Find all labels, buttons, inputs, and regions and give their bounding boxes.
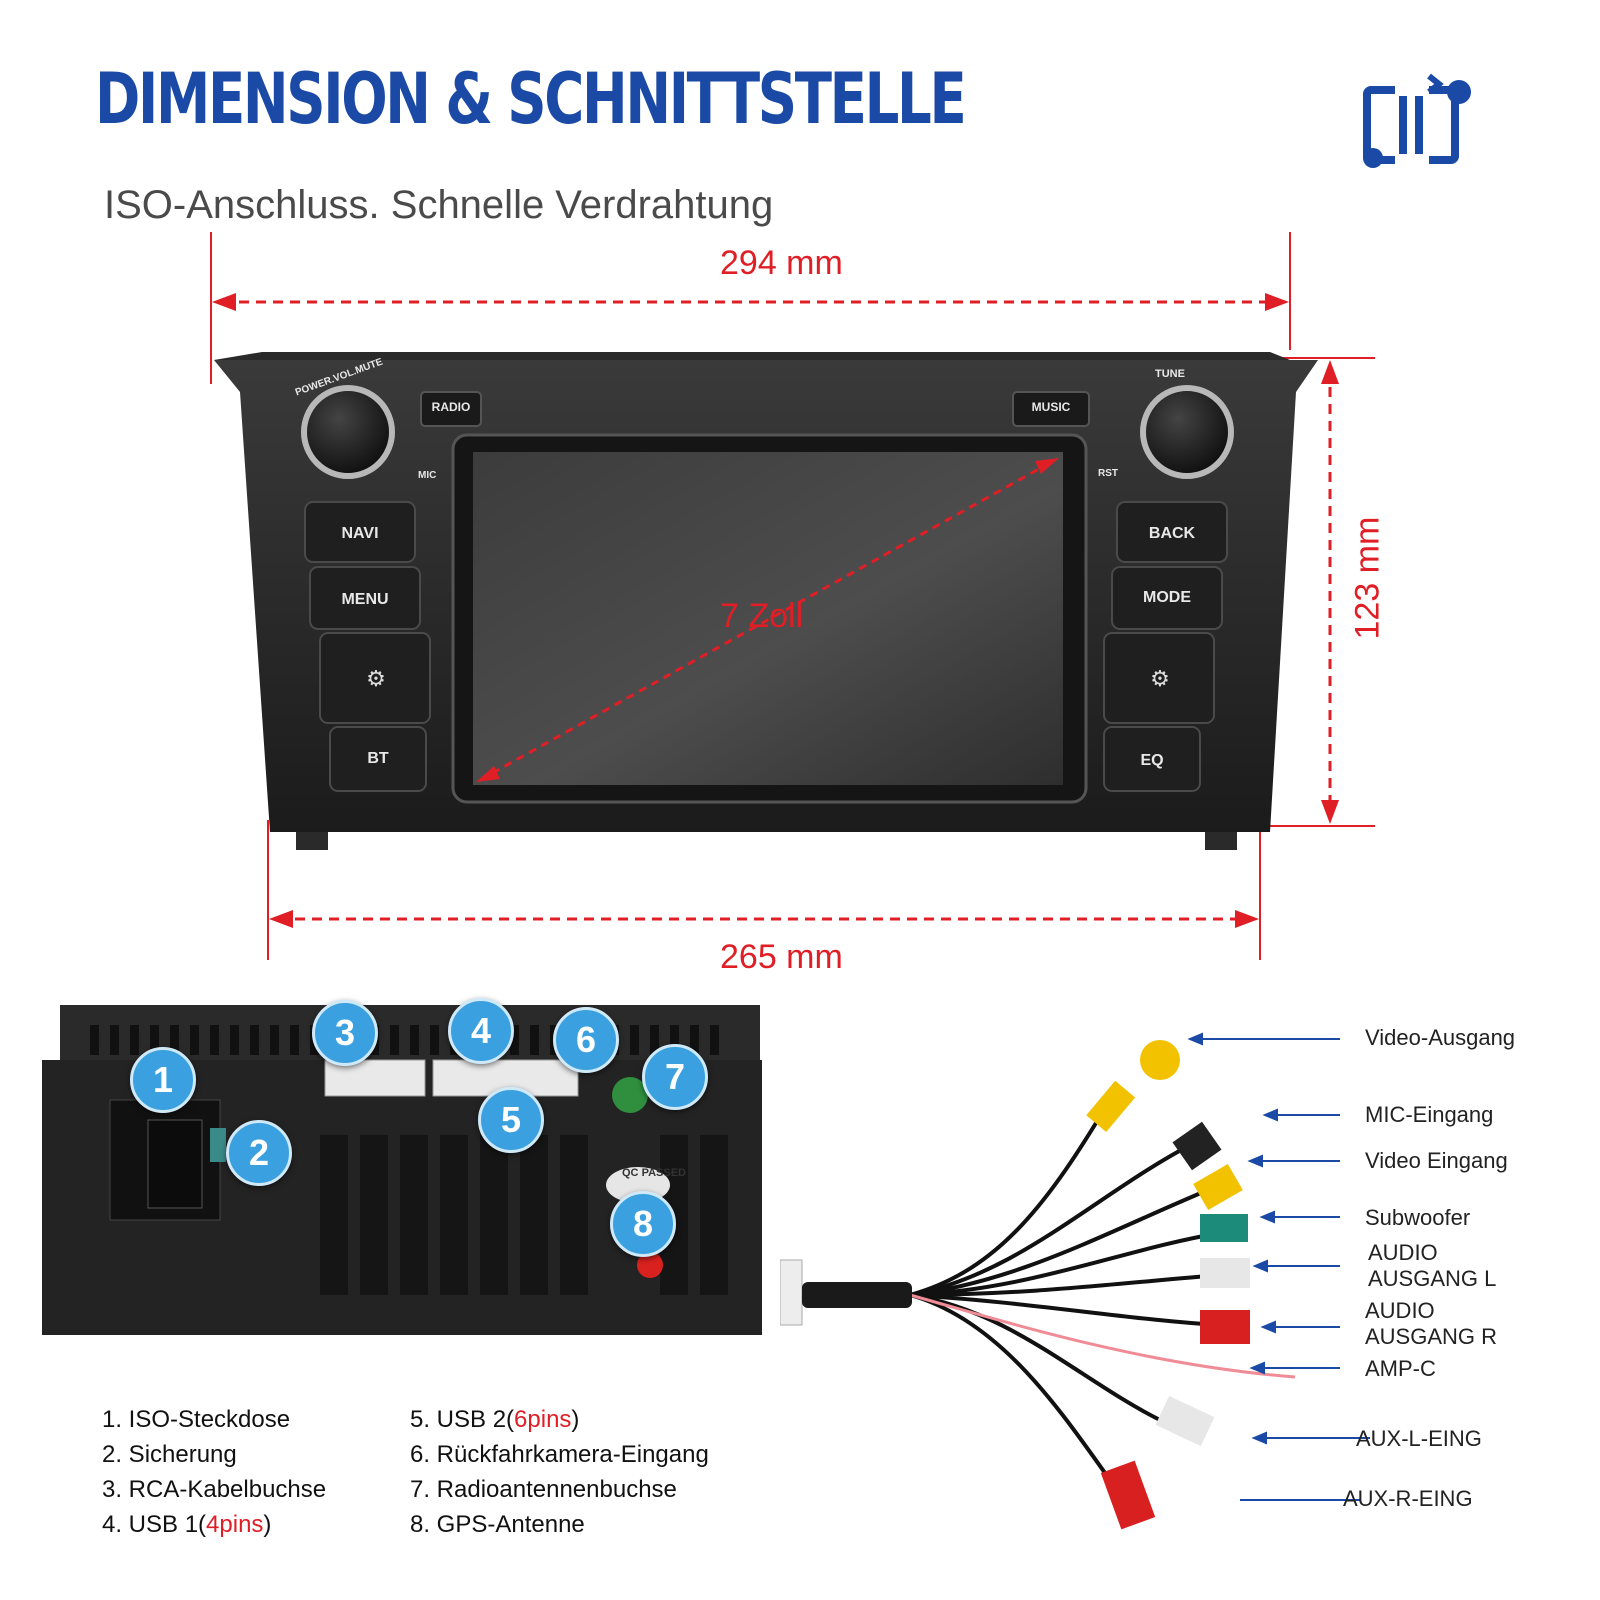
callout-amp-c: AMP-C — [1365, 1356, 1436, 1381]
badge-5: 5 — [478, 1087, 544, 1153]
legend-item-1: 1. ISO-Steckdose — [102, 1406, 291, 1433]
head-unit-drawing: ⚙ ⚙ — [214, 352, 1318, 850]
bt-button[interactable]: BT — [367, 750, 389, 767]
legend-column-1: 1. ISO-Steckdose 2. Sicherung 3. RCA-Kab… — [102, 1402, 326, 1542]
badge-1: 1 — [130, 1047, 196, 1113]
legend-item-2: 2. Sicherung — [102, 1441, 237, 1468]
legend-item-6: 6. Rückfahrkamera-Eingang — [410, 1441, 709, 1468]
radio-button[interactable]: RADIO — [431, 400, 471, 414]
bottom-width-label: 265 mm — [720, 938, 843, 976]
callout-subwoofer: Subwoofer — [1365, 1205, 1471, 1230]
badge-4: 4 — [448, 998, 514, 1064]
badge-8: 8 — [610, 1191, 676, 1257]
callout-audio-ausgang-r: AUDIO AUSGANG R — [1365, 1298, 1498, 1349]
callout-audio-ausgang-l: AUDIO AUSGANG L — [1368, 1240, 1497, 1291]
rear-panel-drawing — [42, 1005, 762, 1335]
badge-3: 3 — [312, 1000, 378, 1066]
mic-label: MIC — [418, 470, 437, 481]
page-title: DIMENSION & SCHNITTSTELLE — [95, 58, 967, 140]
page-subtitle: ISO-Anschluss. Schnelle Verdrahtung — [104, 183, 774, 227]
badge-6: 6 — [553, 1007, 619, 1073]
callout-mic-eingang: MIC-Eingang — [1365, 1102, 1494, 1127]
svg-text:⚙: ⚙ — [366, 667, 386, 692]
menu-button[interactable]: MENU — [341, 591, 389, 608]
legend-item-3: 3. RCA-Kabelbuchse — [102, 1476, 327, 1503]
callout-aux-r-eing: AUX-R-EING — [1343, 1486, 1473, 1511]
music-button[interactable]: MUSIC — [1031, 400, 1071, 414]
legend-item-8: 8. GPS-Antenne — [410, 1511, 585, 1538]
back-button[interactable]: BACK — [1148, 525, 1196, 542]
mode-button[interactable]: MODE — [1143, 589, 1191, 606]
dimension-lines — [210, 232, 1375, 960]
cable-harness-drawing — [780, 1032, 1340, 1530]
badge-7: 7 — [642, 1044, 708, 1110]
legend-item-7: 7. Radioantennenbuchse — [410, 1476, 677, 1503]
navi-button[interactable]: NAVI — [341, 525, 379, 542]
callout-arrows-lower — [1240, 1431, 1370, 1501]
screen-size-label: 7 Zoll — [720, 597, 804, 635]
rst-label: RST — [1098, 468, 1118, 479]
legend-column-2: 5. USB 2(6pins) 6. Rückfahrkamera-Eingan… — [410, 1402, 709, 1542]
callout-video-eingang: Video Eingang — [1365, 1148, 1508, 1173]
legend-item-4: 4. USB 1(4pins) — [102, 1511, 272, 1538]
svg-text:⚙: ⚙ — [1150, 667, 1170, 692]
qc-passed-label: QC PASSED — [622, 1167, 686, 1179]
top-width-label: 294 mm — [720, 244, 843, 282]
tune-knob-label: TUNE — [1155, 368, 1185, 380]
eq-button[interactable]: EQ — [1140, 752, 1164, 769]
callout-video-ausgang: Video-Ausgang — [1365, 1025, 1516, 1050]
badge-2: 2 — [226, 1120, 292, 1186]
legend-item-5: 5. USB 2(6pins) — [410, 1406, 580, 1433]
connection-icon — [1363, 73, 1471, 170]
callout-aux-l-eing: AUX-L-EING — [1356, 1426, 1482, 1451]
